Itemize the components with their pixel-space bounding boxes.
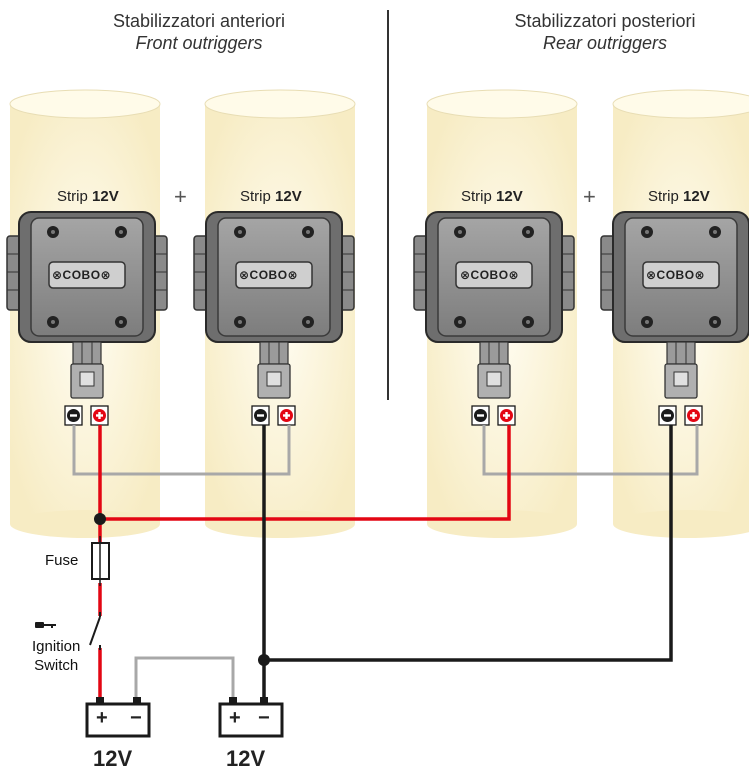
- battery-left: [85, 697, 151, 738]
- battery-right-minus: −: [258, 707, 270, 729]
- ignition-switch-label: Ignition Switch: [32, 637, 80, 675]
- controller-logo-3: ⊗COBO⊗: [460, 268, 520, 282]
- rear-header-it: Stabilizzatori posteriori: [514, 11, 696, 31]
- strip-label-3: Strip 12V: [461, 188, 523, 205]
- strip-voltage: 12V: [92, 188, 119, 205]
- led-controller-box: [193, 211, 355, 426]
- strip-prefix: Strip: [57, 188, 93, 205]
- plus-terminal-icon: [277, 405, 296, 426]
- plus-sign-front: +: [174, 184, 187, 209]
- ignition-label-line2: Switch: [34, 657, 79, 674]
- led-controller-box: [413, 211, 575, 426]
- front-outriggers-header: Stabilizzatori anteriori Front outrigger…: [49, 10, 349, 54]
- strip-voltage: 12V: [683, 188, 710, 205]
- led-controller-box: [6, 211, 168, 426]
- minus-terminal-icon: [471, 405, 490, 426]
- ignition-label-line1: Ignition: [32, 638, 81, 655]
- fuse-icon: [91, 536, 110, 586]
- strip-voltage: 12V: [275, 188, 302, 205]
- key-icon: [35, 622, 56, 628]
- controller-logo-4: ⊗COBO⊗: [646, 268, 706, 282]
- junction-black: [258, 654, 270, 666]
- plus-terminal-icon: [90, 405, 109, 426]
- minus-terminal-icon: [64, 405, 83, 426]
- battery-left-voltage: 12V: [93, 746, 133, 771]
- controller-logo-2: ⊗COBO⊗: [239, 268, 299, 282]
- strip-prefix: Strip: [240, 188, 276, 205]
- strip-label-4: Strip 12V: [648, 188, 710, 205]
- fuse-label: Fuse: [45, 552, 79, 569]
- junction-red: [94, 513, 106, 525]
- led-controller-box: [600, 211, 749, 426]
- strip-prefix: Strip: [648, 188, 684, 205]
- battery-left-minus: −: [130, 707, 142, 729]
- front-header-en: Front outriggers: [135, 33, 263, 53]
- rear-header-en: Rear outriggers: [542, 33, 668, 53]
- grey-wires: [72, 425, 699, 700]
- battery-right-plus: +: [229, 707, 241, 729]
- battery-right-voltage: 12V: [226, 746, 266, 771]
- plus-terminal-icon: [684, 405, 703, 426]
- strip-voltage: 12V: [496, 188, 523, 205]
- switch-icon: [89, 612, 101, 650]
- minus-terminal-icon: [658, 405, 677, 426]
- strip-label-1: Strip 12V: [57, 188, 119, 205]
- battery-left-plus: +: [96, 707, 108, 729]
- strip-label-2: Strip 12V: [240, 188, 302, 205]
- strip-prefix: Strip: [461, 188, 497, 205]
- controller-logo-1: ⊗COBO⊗: [52, 268, 112, 282]
- plus-sign-rear: +: [583, 184, 596, 209]
- battery-right: [218, 697, 284, 738]
- front-header-it: Stabilizzatori anteriori: [112, 11, 286, 31]
- plus-terminal-icon: [497, 405, 516, 426]
- rear-outriggers-header: Stabilizzatori posteriori Rear outrigger…: [455, 10, 749, 54]
- minus-terminal-icon: [251, 405, 270, 426]
